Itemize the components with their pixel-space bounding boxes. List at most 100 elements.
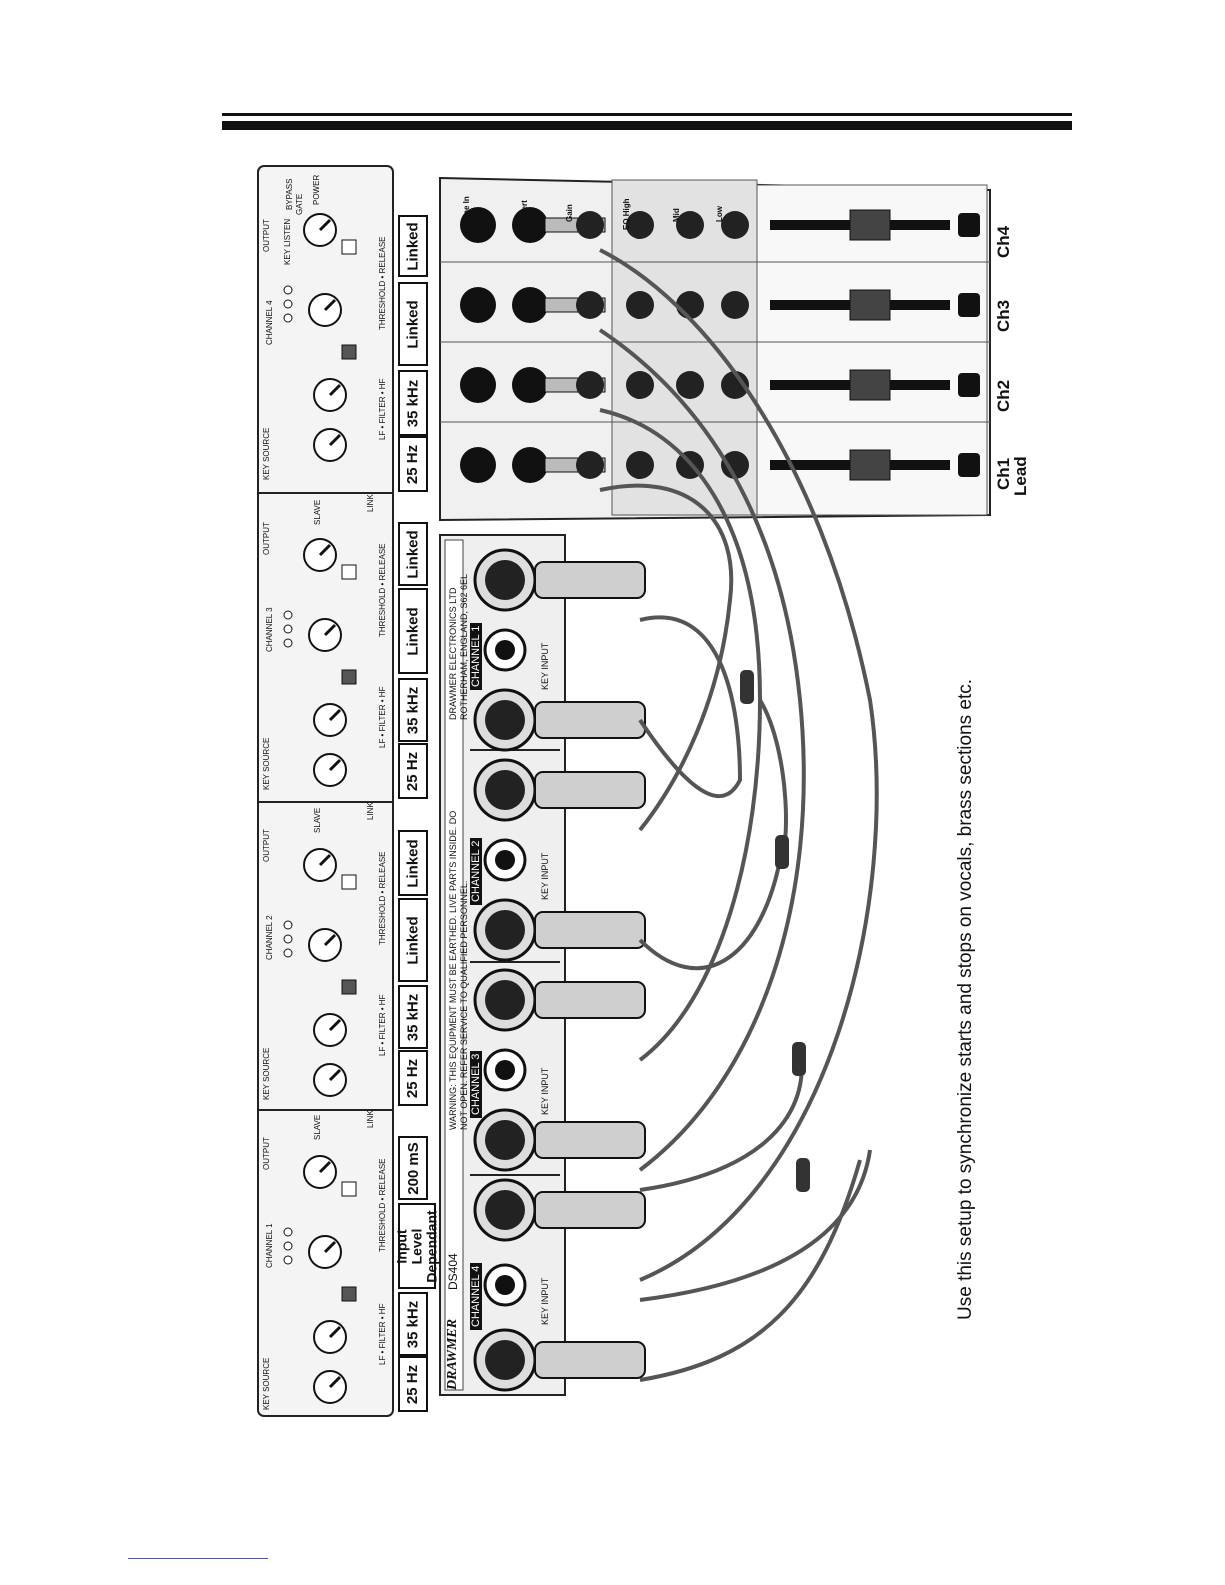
channel-badge [958,293,980,317]
front-output-label-4: OUTPUT [262,219,271,252]
ch3-threshold-box: Linked [398,588,428,674]
led [283,1241,293,1251]
rear-brand: DRAWMER [445,1318,460,1390]
gate-knob-pointer [328,1325,342,1339]
line-in-jack [460,447,496,483]
xlr-plug [534,911,646,949]
rear-key-input-2: KEY INPUT [540,852,550,900]
front-threshold-label-4: THRESHOLD • RELEASE [378,236,387,331]
xlr-socket [485,1340,525,1380]
range-button [341,1181,357,1197]
front-channel4-label: CHANNEL 4 [265,300,274,345]
rear-channel1-label: CHANNEL 1 [470,622,482,690]
mixer-knob [576,371,604,399]
front-channel2-label: CHANNEL 2 [265,915,274,960]
front-key-source-label-2: KEY SOURCE [262,1047,271,1100]
gate-knob-pointer [318,543,332,557]
mixer-knob [721,291,749,319]
insert-jack [512,447,548,483]
key-input-jack-hole [495,640,515,660]
gate-knob-pointer [318,218,332,232]
ch1-release-box: 200 mS [398,1136,428,1200]
key-input-jack-hole [495,1060,515,1080]
rear-channel4-label: CHANNEL 4 [470,1262,482,1330]
ch1-hf-box: 35 kHz [398,1292,428,1356]
mixer-gain-label-4: Gain [565,204,574,222]
led [283,610,293,620]
xlr-socket [485,560,525,600]
xlr-plug [534,1341,646,1379]
led [283,299,293,309]
front-output-label-1: OUTPUT [262,1137,271,1170]
channel-badge [958,373,980,397]
gate-knob-pointer [323,298,337,312]
caption: Use this setup to synchronize starts and… [955,678,976,1320]
line-in-jack [460,207,496,243]
ch3-release-box: Linked [398,522,428,586]
rear-key-input-4: KEY INPUT [540,1277,550,1325]
header-rule-thick [222,121,1072,130]
gate-knob-pointer [328,758,342,772]
xlr-socket [485,1190,525,1230]
gate-knob-pointer [328,1375,342,1389]
front-threshold-label-3: THRESHOLD • RELEASE [378,543,387,638]
ch3-lf-box: 25 Hz [398,743,428,799]
gate-knob-pointer [323,623,337,637]
xlr-plug [534,1191,646,1229]
gate-knob-pointer [323,933,337,947]
gate-knob-pointer [328,708,342,722]
xlr-plug [534,981,646,1019]
mixer-knob [626,451,654,479]
ch2-threshold-box: Linked [398,898,428,982]
mixer-knob [676,291,704,319]
insert-jack [512,367,548,403]
led [283,920,293,930]
front-filter-label-4: LF • FILTER • HF [378,378,387,440]
front-channel3-label: CHANNEL 3 [265,607,274,652]
fader-cap [849,449,891,481]
xlr-plug [534,701,646,739]
front-key-listen-label: KEY LISTEN [283,218,292,265]
fader-cap [849,369,891,401]
front-output-label-3: OUTPUT [262,522,271,555]
led [283,1227,293,1237]
xlr-socket [485,910,525,950]
ch3-hf-box: 35 kHz [398,678,428,742]
xlr-socket [485,980,525,1020]
channel-badge [958,453,980,477]
ch4-lf-box: 25 Hz [398,436,428,492]
led [283,285,293,295]
gate-knob-pointer [318,1160,332,1174]
front-link-label-2: LINK [366,802,375,820]
gate-button [341,344,357,360]
mixer-knob [626,291,654,319]
mixer-knob [676,371,704,399]
mixer-insert-label-4: Insert [520,200,529,222]
rear-model: DS404 [446,1253,460,1290]
mixer-knob [626,211,654,239]
front-key-source-label-4: KEY SOURCE [262,427,271,480]
ch4-hf-box: 35 kHz [398,370,428,436]
mixer-ch1-sublabel: Lead [1011,456,1030,496]
ch4-release-box: Linked [398,215,428,277]
mixer-knob [721,451,749,479]
ch2-lf-box: 25 Hz [398,1050,428,1106]
mixer-knob [721,211,749,239]
range-button [341,564,357,580]
range-button [341,874,357,890]
xlr-plug [534,1121,646,1159]
front-filter-label-1: LF • FILTER • HF [378,1303,387,1365]
ch1-threshold-box: Input Level Dependant [394,1203,440,1289]
insert-jack [512,287,548,323]
header-rule-thin [222,113,1072,116]
front-threshold-label-2: THRESHOLD • RELEASE [378,851,387,946]
front-power-label: POWER [312,174,321,205]
led [283,1255,293,1265]
front-slave-label-3: SLAVE [313,499,322,525]
y-splitters [740,670,810,1192]
mixer-low-label-4: Low [715,206,724,222]
mixer-knob [576,451,604,479]
led [283,934,293,944]
front-bypass-label: BYPASS [285,178,294,210]
rear-channel2-label: CHANNEL 2 [470,837,482,905]
